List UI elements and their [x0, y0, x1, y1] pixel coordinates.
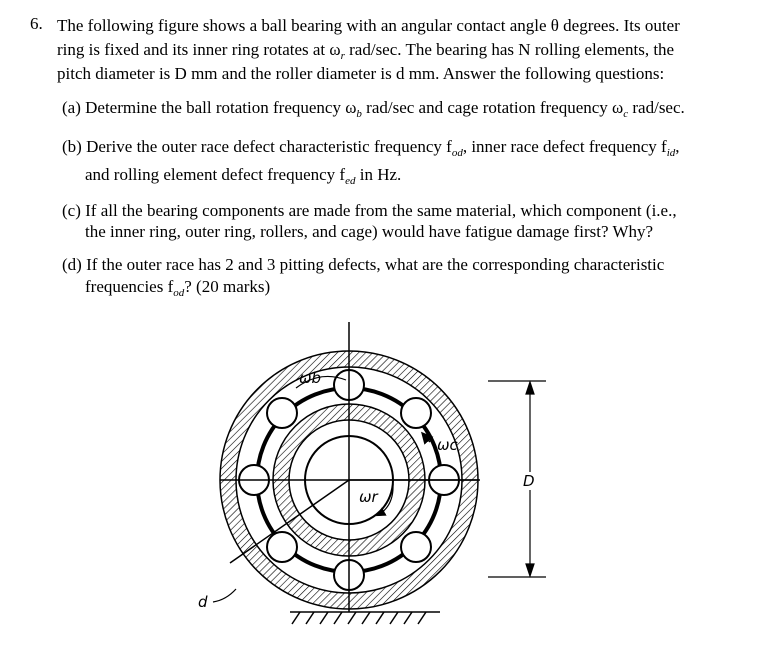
part-c-line-1: (c) If all the bearing components are ma…: [62, 201, 677, 220]
ball: [266, 531, 298, 563]
part-b-line-2: and rolling element defect frequency fed…: [85, 165, 402, 187]
d-leader: [212, 588, 237, 603]
part-d-line-2: frequencies fod? (20 marks): [85, 277, 271, 299]
part-a: (a) Determine the ball rotation frequenc…: [62, 98, 685, 120]
part-d-line-1: (d) If the outer race has 2 and 3 pittin…: [62, 255, 665, 274]
rolling-elements: [238, 369, 460, 591]
intro-line-1: The following figure shows a ball bearin…: [57, 16, 680, 35]
omega-r-arrow: [375, 483, 394, 517]
omega-b-arrow: [295, 375, 347, 389]
part-b-line-1: (b) Derive the outer race defect charact…: [62, 137, 680, 159]
label-d: d: [198, 593, 208, 611]
label-omega-c: ωc: [437, 436, 459, 454]
centre-lines: [220, 322, 480, 612]
dimension-D: [488, 380, 546, 578]
ball: [400, 531, 432, 563]
ball: [400, 397, 432, 429]
part-c-line-2: the inner ring, outer ring, rollers, and…: [85, 222, 654, 241]
intro-line-2: ring is fixed and its inner ring rotates…: [57, 40, 675, 62]
ball: [266, 397, 298, 429]
label-omega-r: ωr: [359, 488, 379, 506]
intro-line-3: pitch diameter is D mm and the roller di…: [57, 64, 665, 83]
question-number: 6.: [30, 14, 43, 33]
label-D: D: [523, 472, 535, 490]
omega-c-arrow: [421, 431, 434, 445]
ground-support: [290, 611, 440, 625]
